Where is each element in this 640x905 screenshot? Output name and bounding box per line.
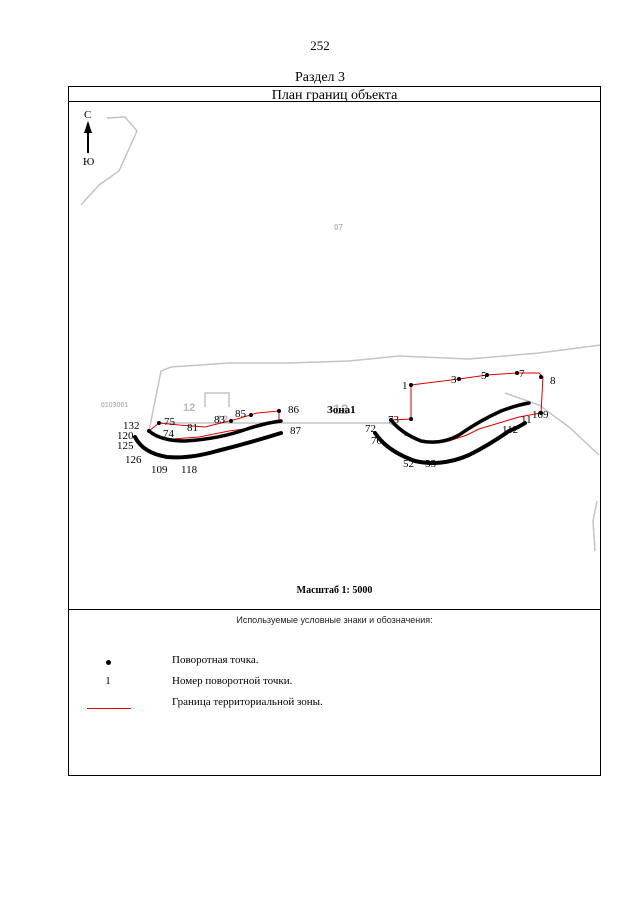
- block-label-c: 12: [333, 401, 349, 417]
- point-75: [157, 421, 161, 425]
- point-cluster-east-lower: [373, 421, 527, 465]
- label-72: 72: [365, 423, 376, 435]
- legend-title: Используемые условные знаки и обозначени…: [236, 615, 433, 625]
- label-73: 73: [388, 414, 400, 426]
- point-5: [485, 373, 489, 377]
- block-label-a: 12: [183, 402, 195, 414]
- label-109b: 109: [151, 464, 168, 476]
- label-120: 120: [117, 430, 134, 442]
- point-cluster-west: [147, 419, 283, 443]
- section-title: Раздел 3: [294, 70, 346, 85]
- label-87: 87: [290, 425, 302, 437]
- label-55: 55: [425, 458, 437, 470]
- point-8: [539, 375, 543, 379]
- label-109: 109: [532, 409, 549, 421]
- point-7: [515, 371, 519, 375]
- label-3: 3: [451, 374, 457, 386]
- point-cluster-east: [389, 401, 531, 444]
- point-86: [277, 409, 281, 413]
- label-132: 132: [123, 420, 140, 432]
- point-1: [409, 383, 413, 387]
- label-52: 52: [403, 458, 414, 470]
- label-83: 83: [214, 414, 226, 426]
- parcel-outline: [148, 344, 600, 432]
- point-3: [457, 377, 461, 381]
- label-86: 86: [288, 404, 300, 416]
- label-11: 11: [521, 414, 532, 426]
- label-7: 7: [519, 368, 525, 380]
- north-letter: С: [84, 109, 91, 121]
- label-8: 8: [550, 375, 556, 387]
- label-75: 75: [164, 416, 176, 428]
- road-lines: [80, 116, 600, 552]
- boundary-east: [390, 372, 544, 444]
- road-southeast: [592, 500, 598, 552]
- point-73: [409, 417, 413, 421]
- point-labels: 1 3 5 7 8 109 11 72 73 70 55 52 112 75 7…: [117, 368, 556, 476]
- legend-point-text: Поворотная точка.: [172, 654, 259, 666]
- plan-frame: План границ объекта С Ю 07 0103001: [68, 86, 601, 776]
- legend-number-symbol: 1: [105, 675, 111, 687]
- legend-number-text: Номер поворотной точки.: [172, 675, 293, 687]
- parcel-left-label: 0103001: [101, 402, 128, 409]
- parcel-top-label: 07: [334, 223, 343, 232]
- label-5: 5: [481, 370, 487, 382]
- label-70: 70: [371, 435, 383, 447]
- boundary-west: [148, 410, 280, 440]
- point-85: [249, 413, 253, 417]
- page-number: 252: [310, 38, 330, 53]
- legend-row-boundary: Граница территориальной зоны.: [69, 696, 600, 712]
- label-118: 118: [181, 464, 198, 476]
- legend-redline-symbol: [87, 696, 131, 712]
- north-arrow: С Ю: [83, 109, 94, 168]
- plan-header: План границ объекта: [69, 87, 600, 102]
- label-125: 125: [117, 440, 134, 452]
- road-northwest: [80, 116, 138, 206]
- road-east: [504, 392, 600, 456]
- legend-row-point: Поворотная точка.: [69, 654, 600, 670]
- small-building: [204, 392, 230, 407]
- zone-label: Зона1: [327, 404, 356, 416]
- south-letter: Ю: [83, 156, 94, 168]
- label-126: 126: [125, 454, 142, 466]
- map-svg: С Ю 07 0103001 12 12 12: [80, 109, 600, 552]
- point-83: [229, 419, 233, 423]
- scale-label: Масштаб 1: 5000: [296, 585, 373, 596]
- label-81: 81: [187, 422, 198, 434]
- point-109: [539, 411, 543, 415]
- label-1: 1: [402, 380, 408, 392]
- map-area[interactable]: С Ю 07 0103001 12 12 12: [69, 101, 600, 610]
- label-74: 74: [163, 428, 175, 440]
- point-cluster-west-lower: [133, 431, 283, 460]
- legend-row-number: 1 Номер поворотной точки.: [69, 675, 600, 691]
- legend-dot-symbol: [87, 654, 129, 670]
- legend-boundary-text: Граница территориальной зоны.: [172, 696, 323, 708]
- label-112: 112: [502, 424, 518, 436]
- label-85: 85: [235, 408, 247, 420]
